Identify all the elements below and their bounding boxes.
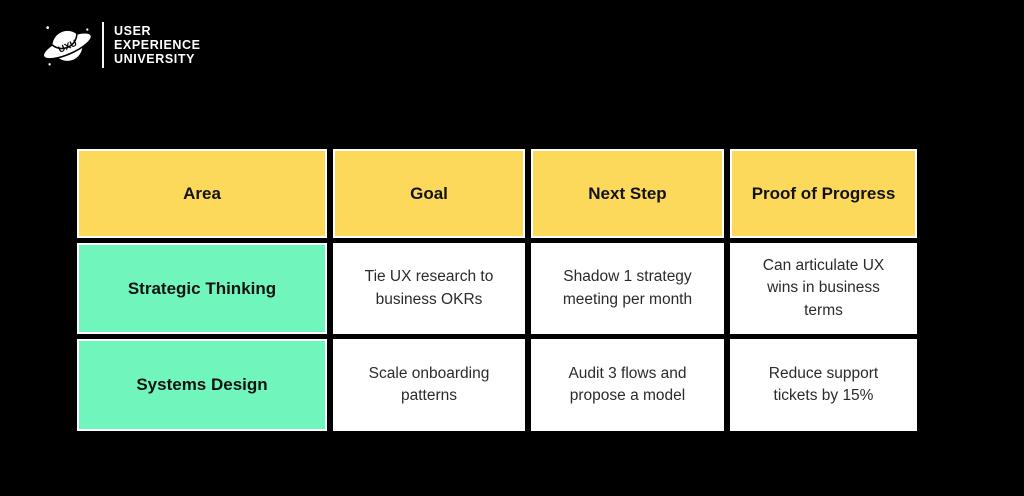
brand-name-line: Experience xyxy=(114,38,201,52)
brand-name: User Experience University xyxy=(114,24,201,66)
cell-text: Tie UX research to business OKRs xyxy=(364,268,494,308)
cell-text: Shadow 1 strategy meeting per month xyxy=(562,268,693,308)
column-header-label: Proof of Progress xyxy=(751,183,896,203)
cell-text: Audit 3 flows and propose a model xyxy=(568,364,687,404)
table-cell-proof: Reduce support tickets by 15% xyxy=(730,339,917,431)
column-header-next-step: Next Step xyxy=(531,149,724,238)
growth-plan-table: Area Goal Next Step Proof of Progress St… xyxy=(77,149,917,431)
table-cell-goal: Tie UX research to business OKRs xyxy=(333,243,525,334)
area-label: Strategic Thinking xyxy=(127,278,277,298)
cell-text: Can articulate UX wins in business terms xyxy=(762,256,885,319)
logo-divider xyxy=(102,22,104,68)
brand-name-line: User xyxy=(114,24,152,38)
column-header-label: Goal xyxy=(410,183,448,203)
cell-text: Reduce support tickets by 15% xyxy=(768,364,879,404)
column-header-proof-of-progress: Proof of Progress xyxy=(730,149,917,238)
area-label: Systems Design xyxy=(136,375,268,394)
brand-name-line: University xyxy=(114,52,196,66)
table-cell-next-step: Shadow 1 strategy meeting per month xyxy=(531,243,724,334)
column-header-area: Area xyxy=(77,149,327,238)
column-header-goal: Goal xyxy=(333,149,525,238)
planet-logo-icon: UXU xyxy=(42,26,93,66)
table-row-area-cell: Systems Design xyxy=(77,339,327,431)
cell-text: Scale onboarding patterns xyxy=(368,364,490,404)
table-row-area-cell: Strategic Thinking xyxy=(77,243,327,334)
column-header-label: Area xyxy=(183,183,221,203)
table-cell-goal: Scale onboarding patterns xyxy=(333,339,525,431)
brand-logo: UXU User Experience University xyxy=(38,16,201,74)
table-cell-next-step: Audit 3 flows and propose a model xyxy=(531,339,724,431)
table-cell-proof: Can articulate UX wins in business terms xyxy=(730,243,917,334)
column-header-label: Next Step xyxy=(588,183,667,203)
